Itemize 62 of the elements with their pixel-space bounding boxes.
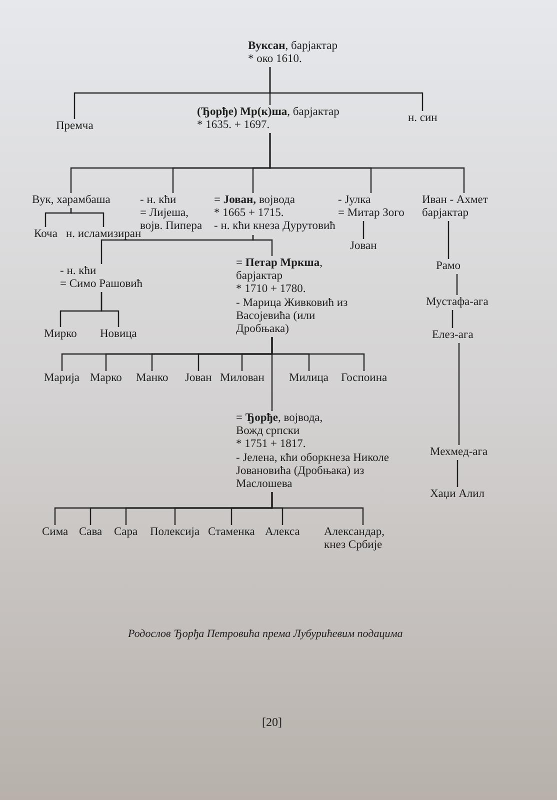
person-name: Александар, кнез Србије — [324, 526, 386, 552]
person-name: Марија — [44, 372, 80, 386]
person-note: - н. кћи кнеза Дурутовић — [214, 220, 336, 234]
person-name: Премча — [56, 120, 94, 134]
person-name: - н. кћи — [60, 265, 98, 278]
person-note: * 1635. + 1697. — [197, 119, 271, 132]
tree-line — [100, 292, 120, 327]
person-note: = Лијеша, војв. Пипера — [140, 207, 204, 232]
person-note: * 1710 + 1780. — [236, 283, 307, 297]
person-name: Госпоина — [341, 372, 388, 386]
tree-line — [271, 337, 273, 411]
person-name: Манко — [136, 372, 168, 386]
tree-line — [362, 221, 364, 239]
person-name: Милица — [289, 372, 329, 386]
person-name: = Ђорђе, војвода, Вожд српски — [236, 412, 324, 438]
tree-line — [269, 67, 424, 111]
tree-line — [252, 235, 273, 256]
person-name: (Ђорђе) Мр(к)ша, барјактар — [197, 106, 340, 120]
person-name: Вуксан, барјактар — [248, 40, 338, 54]
tree-line — [269, 133, 465, 193]
person-name: = Јован, војвода — [214, 194, 296, 208]
tree-line — [70, 208, 104, 227]
person-name: Стаменка — [208, 526, 255, 540]
page-number: [20] — [262, 714, 282, 731]
person-name: Сима — [42, 526, 68, 540]
person-note: - Марица Живковић из Васојевића (или Дробњака) — [236, 296, 349, 336]
tree-line — [448, 221, 450, 259]
person-name: н. син — [408, 112, 438, 126]
tree-line — [271, 492, 364, 525]
tree-line — [452, 310, 454, 328]
person-name: Иван - Ахмет барјактар — [422, 194, 489, 220]
person-note: = Митар Зого — [338, 207, 404, 220]
person-note: - Јелена, кћи оборкнеза Николе Јовановића (Дробњака) из Маслошева — [236, 452, 390, 492]
caption: Родослов Ђорђа Петровића према Лубурићевим подацима — [128, 627, 403, 642]
person-name: Мехмед-ага — [430, 446, 488, 460]
person-name: Јован — [185, 372, 212, 386]
person-name: - н. кћи — [140, 194, 178, 208]
person-name: Вук, харамбаша — [32, 194, 110, 208]
person-name: Мирко — [44, 328, 77, 342]
person-name: Хаџи Алил — [430, 488, 485, 502]
person-note: * 1665 + 1715. — [214, 207, 285, 220]
person-note: * око 1610. — [248, 53, 303, 66]
person-name: Марко — [90, 372, 122, 386]
tree-line — [458, 343, 460, 445]
person-name: - Јулка — [338, 194, 372, 208]
tree-line — [456, 460, 458, 487]
person-name: Рамо — [436, 260, 461, 274]
person-note: * 1751 + 1817. — [236, 438, 307, 452]
person-name: Алекса — [265, 526, 300, 540]
person-name: Елез-ага — [432, 329, 474, 342]
person-name: Полексија — [150, 526, 200, 540]
person-name: Милован — [220, 372, 264, 386]
person-name: Сара — [114, 526, 138, 540]
person-note: = Симо Рашовић — [60, 278, 143, 292]
person-name: Мустафа-ага — [426, 296, 488, 310]
person-name: Јован — [350, 240, 377, 254]
person-name: Новица — [100, 328, 137, 342]
person-name: Коча — [34, 228, 58, 242]
tree-line — [456, 274, 458, 295]
person-name: н. исламизиран — [66, 228, 142, 242]
person-name: = Петар Мркша, барјактар — [236, 257, 324, 284]
person-name: Сава — [79, 526, 102, 540]
